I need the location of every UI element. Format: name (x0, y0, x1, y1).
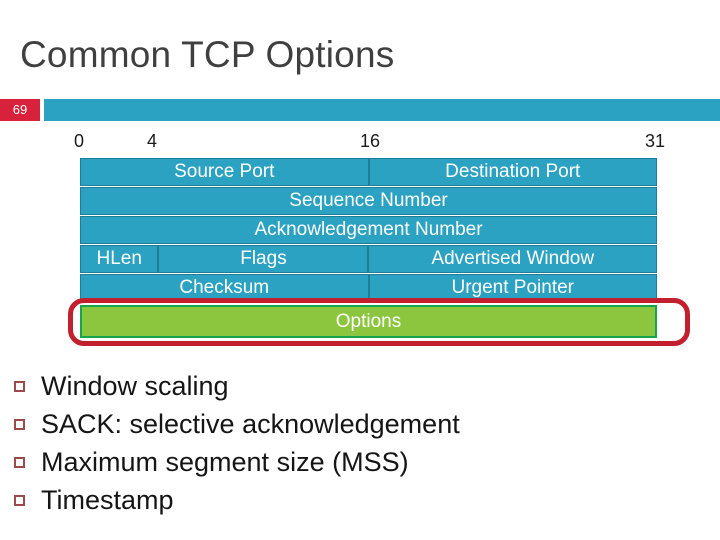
tcp-options-field: Options (80, 305, 657, 338)
tcp-field-cell: Destination Port (368, 158, 657, 186)
square-bullet-icon (14, 380, 25, 392)
bit-tick-31: 31 (645, 131, 666, 151)
header-accent-rule (44, 99, 720, 121)
list-item: Timestamp (14, 481, 704, 519)
tcp-field-cell: Source Port (80, 158, 369, 186)
list-item: Maximum segment size (MSS) (14, 443, 704, 481)
list-item-label: Timestamp (41, 485, 174, 515)
bit-tick-16: 16 (360, 131, 381, 151)
page-title: Common TCP Options (20, 34, 395, 75)
square-bullet-icon (14, 494, 25, 506)
list-item: Window scaling (14, 367, 704, 405)
list-item: SACK: selective acknowledgement (14, 405, 704, 443)
square-bullet-icon (14, 456, 25, 468)
tcp-field-cell: Checksum (80, 274, 369, 302)
list-item-label: SACK: selective acknowledgement (41, 409, 460, 439)
bit-ruler: 0 4 16 31 (0, 130, 720, 154)
header-bar: 69 (0, 99, 720, 121)
tcp-field-cell: Sequence Number (80, 187, 657, 215)
sequence-row: Sequence Number (80, 187, 657, 215)
bit-tick-4: 4 (147, 131, 158, 151)
tcp-field-cell: Acknowledgement Number (80, 216, 657, 244)
slide-number-badge: 69 (0, 99, 40, 121)
tcp-field-cell: Urgent Pointer (368, 274, 657, 302)
tcp-field-cell: HLen (80, 245, 159, 273)
list-item-label: Maximum segment size (MSS) (41, 447, 409, 477)
tcp-field-cell: Advertised Window (368, 245, 657, 273)
tcp-field-cell: Flags (158, 245, 369, 273)
list-item-label: Window scaling (41, 371, 229, 401)
square-bullet-icon (14, 418, 25, 430)
acknowledgement-row: Acknowledgement Number (80, 216, 657, 244)
bit-tick-0: 0 (74, 131, 85, 151)
